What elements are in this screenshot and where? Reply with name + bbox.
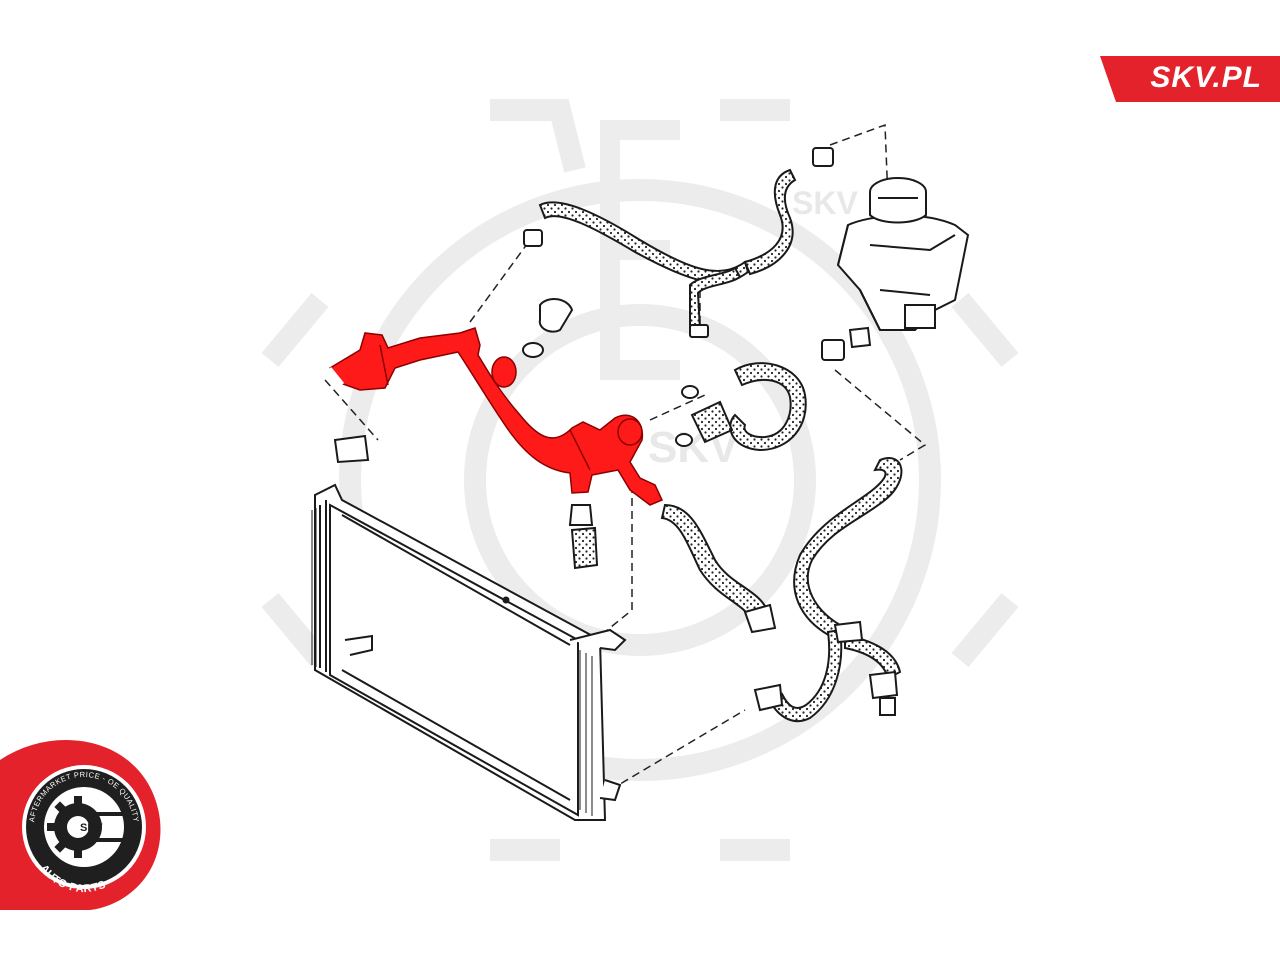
radiator	[311, 483, 627, 821]
site-label[interactable]: SKV.PL	[1150, 61, 1262, 94]
watermark-gear-icon	[261, 99, 1019, 861]
leader-lines	[324, 123, 927, 791]
fittings	[333, 147, 899, 716]
brand-tab	[1100, 56, 1280, 102]
logo-center-text: SKV	[80, 822, 103, 834]
coolant-flange-pipe	[328, 327, 664, 506]
expansion-tank	[836, 177, 970, 349]
watermark-text-small: SKV	[792, 185, 858, 221]
dotted-hoses	[538, 168, 903, 723]
skv-logo: SKV AFTERMARKET PRICE - OE QUALITY AUTO …	[0, 740, 161, 910]
